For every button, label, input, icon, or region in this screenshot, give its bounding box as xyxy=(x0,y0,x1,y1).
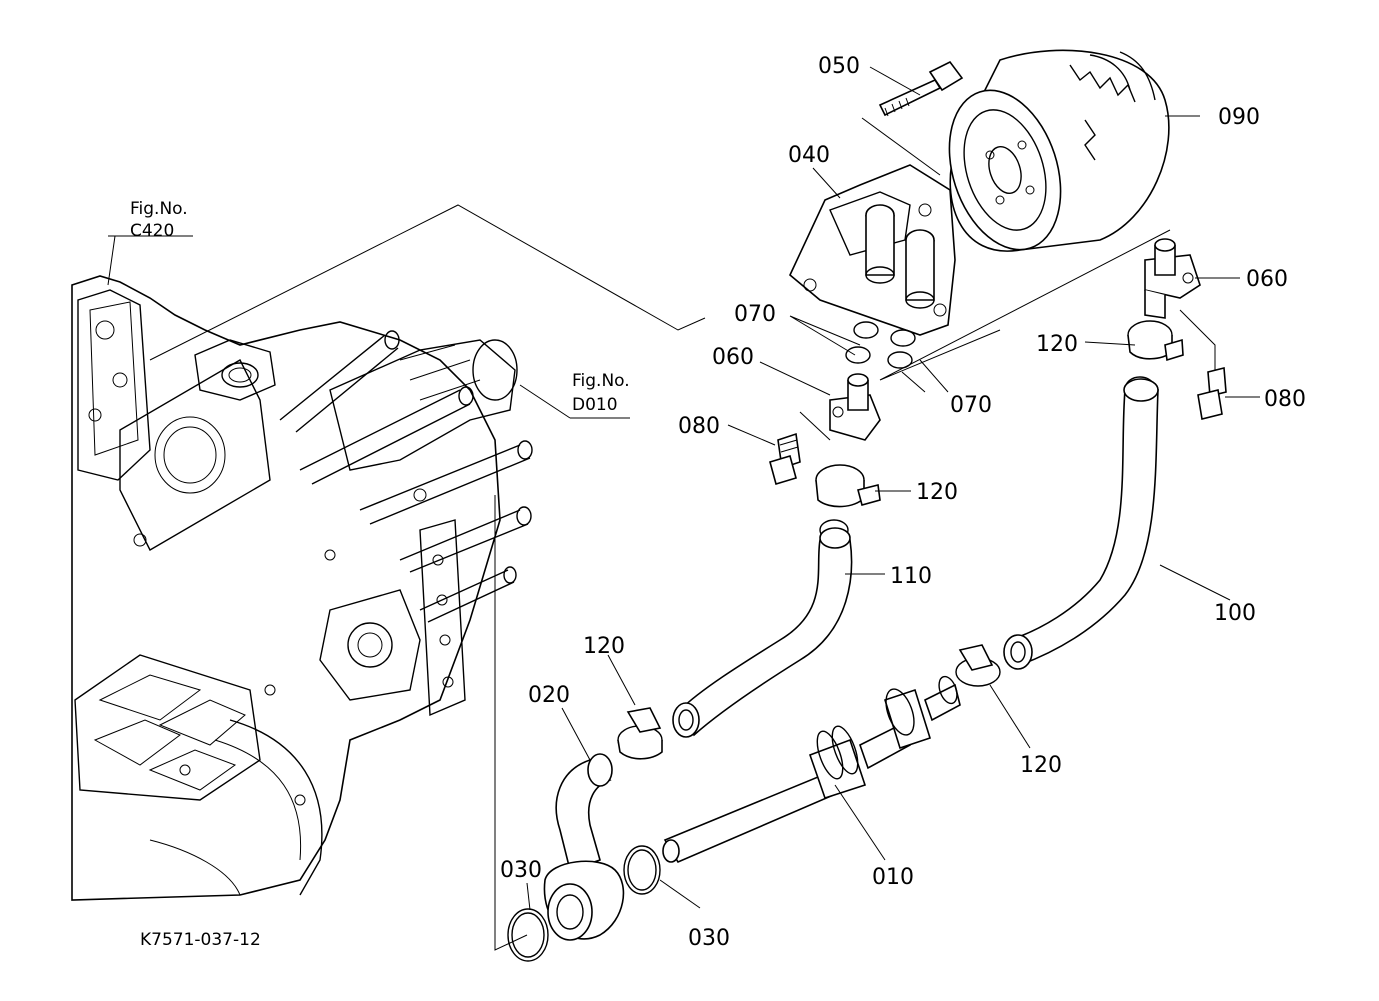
callout-010: 010 xyxy=(872,865,914,890)
callout-120-upper-right: 120 xyxy=(1036,332,1078,357)
o-rings-070[interactable] xyxy=(845,321,916,369)
callout-120-lower-left: 120 xyxy=(583,634,625,659)
elbow-fitting-020[interactable] xyxy=(543,753,625,941)
bolt-080-left[interactable] xyxy=(769,432,801,486)
assembly-lines xyxy=(149,117,1216,951)
callout-060-right: 060 xyxy=(1246,267,1288,292)
bolt-080-right[interactable] xyxy=(1197,366,1227,420)
fig-ref-c420-label: Fig.No. xyxy=(130,199,188,219)
callout-080-left: 080 xyxy=(678,414,720,439)
callout-leaders xyxy=(107,66,1260,911)
callout-070-upper: 070 xyxy=(734,302,776,327)
callout-120-lower-right: 120 xyxy=(1020,753,1062,778)
washer-030-a[interactable] xyxy=(507,908,549,962)
engine-block xyxy=(71,275,533,901)
hose-clamp-120-c[interactable] xyxy=(617,707,663,760)
callout-050: 050 xyxy=(818,54,860,79)
callout-100: 100 xyxy=(1214,601,1256,626)
fig-ref-c420-number: C420 xyxy=(130,221,174,241)
oil-filter-090[interactable] xyxy=(930,49,1170,264)
fig-ref-d010-label: Fig.No. xyxy=(572,371,630,391)
elbow-060-left[interactable] xyxy=(829,373,881,441)
callout-070-lower: 070 xyxy=(950,393,992,418)
fig-ref-d010-number: D010 xyxy=(572,395,618,415)
hose-clamp-120-a[interactable] xyxy=(815,464,881,541)
hose-100[interactable] xyxy=(1003,378,1159,670)
callout-060-left: 060 xyxy=(712,345,754,370)
filter-bracket-040[interactable] xyxy=(789,164,956,336)
pipe-010[interactable] xyxy=(662,674,961,864)
diagram-id: K7571-037-12 xyxy=(140,930,261,950)
elbow-060-right[interactable] xyxy=(1144,238,1201,319)
fig-ref-d010: Fig.No. D010 xyxy=(572,371,630,415)
fig-ref-c420: Fig.No. C420 xyxy=(130,199,188,241)
callout-030-right: 030 xyxy=(688,926,730,951)
hose-110[interactable] xyxy=(672,527,853,738)
callout-110: 110 xyxy=(890,564,932,589)
hose-clamp-120-b[interactable] xyxy=(1125,320,1184,398)
callout-080-right: 080 xyxy=(1264,387,1306,412)
callout-030-left: 030 xyxy=(500,858,542,883)
bolt-050[interactable] xyxy=(878,60,964,117)
callout-020: 020 xyxy=(528,683,570,708)
hose-clamp-120-d[interactable] xyxy=(955,644,1001,687)
callout-040: 040 xyxy=(788,143,830,168)
washer-030-b[interactable] xyxy=(623,845,661,895)
callout-120-mid: 120 xyxy=(916,480,958,505)
callout-090: 090 xyxy=(1218,105,1260,130)
